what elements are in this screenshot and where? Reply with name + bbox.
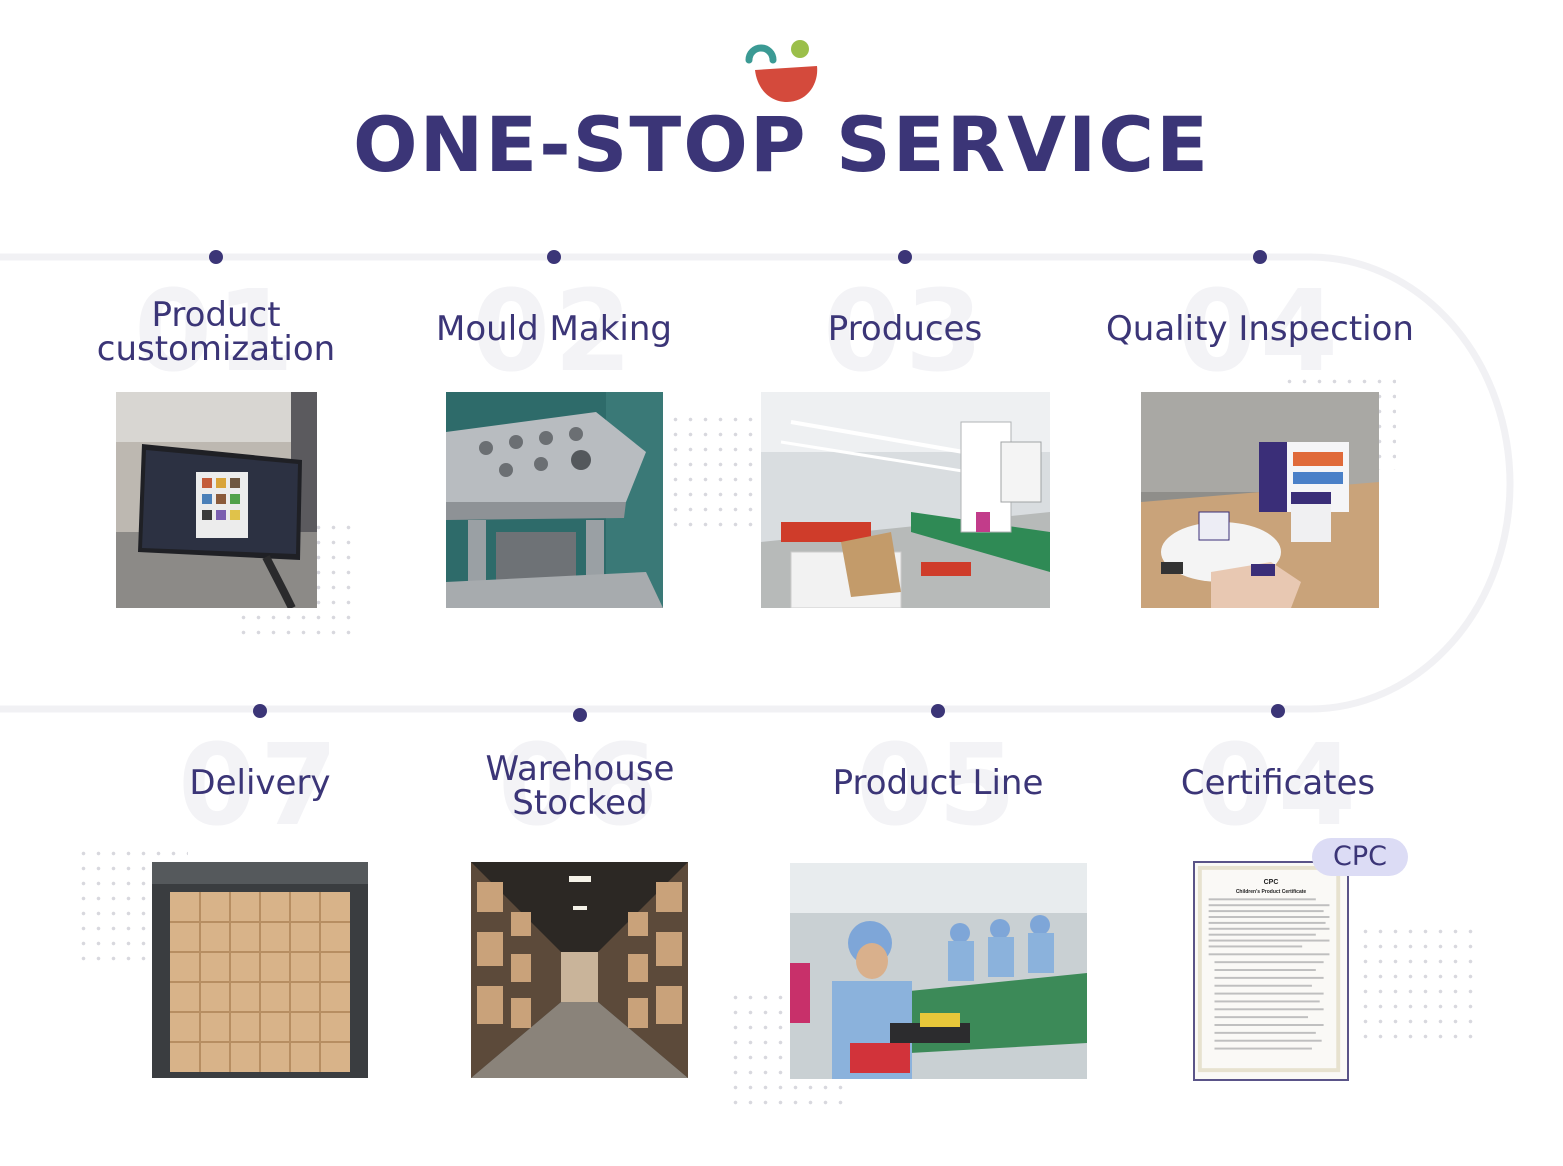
monitor-design-photo	[116, 392, 317, 608]
timeline-dot	[1271, 704, 1285, 718]
timeline-dot	[573, 708, 587, 722]
step-title: Delivery	[189, 763, 331, 803]
scale-inspection-photo	[1141, 392, 1379, 608]
page-title: ONE-STOP SERVICE	[353, 100, 1210, 189]
mould-photo	[446, 392, 663, 608]
cpc-badge: CPC	[1312, 838, 1408, 876]
step-title: Quality Inspection	[1106, 309, 1414, 349]
step-number: 06	[498, 721, 662, 851]
step-number: 05	[856, 721, 1020, 851]
container-boxes-photo	[152, 862, 368, 1078]
step-title: Warehouse Stocked	[485, 749, 675, 823]
timeline-dot	[931, 704, 945, 718]
step-number: 02	[472, 267, 636, 397]
step-number: 04	[1196, 721, 1360, 851]
step-title: Product Line	[832, 763, 1044, 803]
workers-line-photo	[790, 863, 1087, 1079]
timeline-dot	[1253, 250, 1267, 264]
step-number: 01	[134, 267, 298, 397]
step-certificates: 04 Certificates	[1098, 704, 1458, 1074]
step-number: 04	[1178, 267, 1342, 397]
step-number: 07	[178, 721, 342, 851]
step-number: 03	[823, 267, 987, 397]
step-quality-inspection: 04 Quality Inspection	[1080, 250, 1440, 620]
timeline-dot	[253, 704, 267, 718]
step-title: Product customization	[96, 295, 336, 369]
timeline-dot	[547, 250, 561, 264]
step-delivery: 07 Delivery	[80, 704, 440, 1074]
dot-pattern	[1358, 924, 1474, 1046]
timeline-dot	[209, 250, 223, 264]
smile-logo-icon	[745, 40, 818, 102]
step-mould-making: 02 Mould Making	[374, 250, 734, 620]
step-warehouse-stocked: 06 Warehouse Stocked	[400, 708, 760, 1078]
certificate-subheading: Children's Product Certificate	[1235, 889, 1307, 895]
warehouse-photo	[471, 862, 688, 1078]
step-title: Certificates	[1180, 763, 1376, 803]
step-product-customization: 01 Product customization	[36, 250, 396, 620]
certificate-heading: CPC	[1263, 879, 1279, 886]
dot-pattern	[668, 412, 754, 534]
step-produces: 03 Produces	[725, 250, 1085, 620]
step-title: Produces	[827, 309, 983, 349]
certificate-photo: CPC Children's Product Certificate	[1193, 861, 1349, 1081]
factory-photo	[761, 392, 1050, 608]
step-product-line: 05 Product Line	[758, 704, 1118, 1074]
timeline-dot	[898, 250, 912, 264]
step-title: Mould Making	[436, 309, 672, 349]
